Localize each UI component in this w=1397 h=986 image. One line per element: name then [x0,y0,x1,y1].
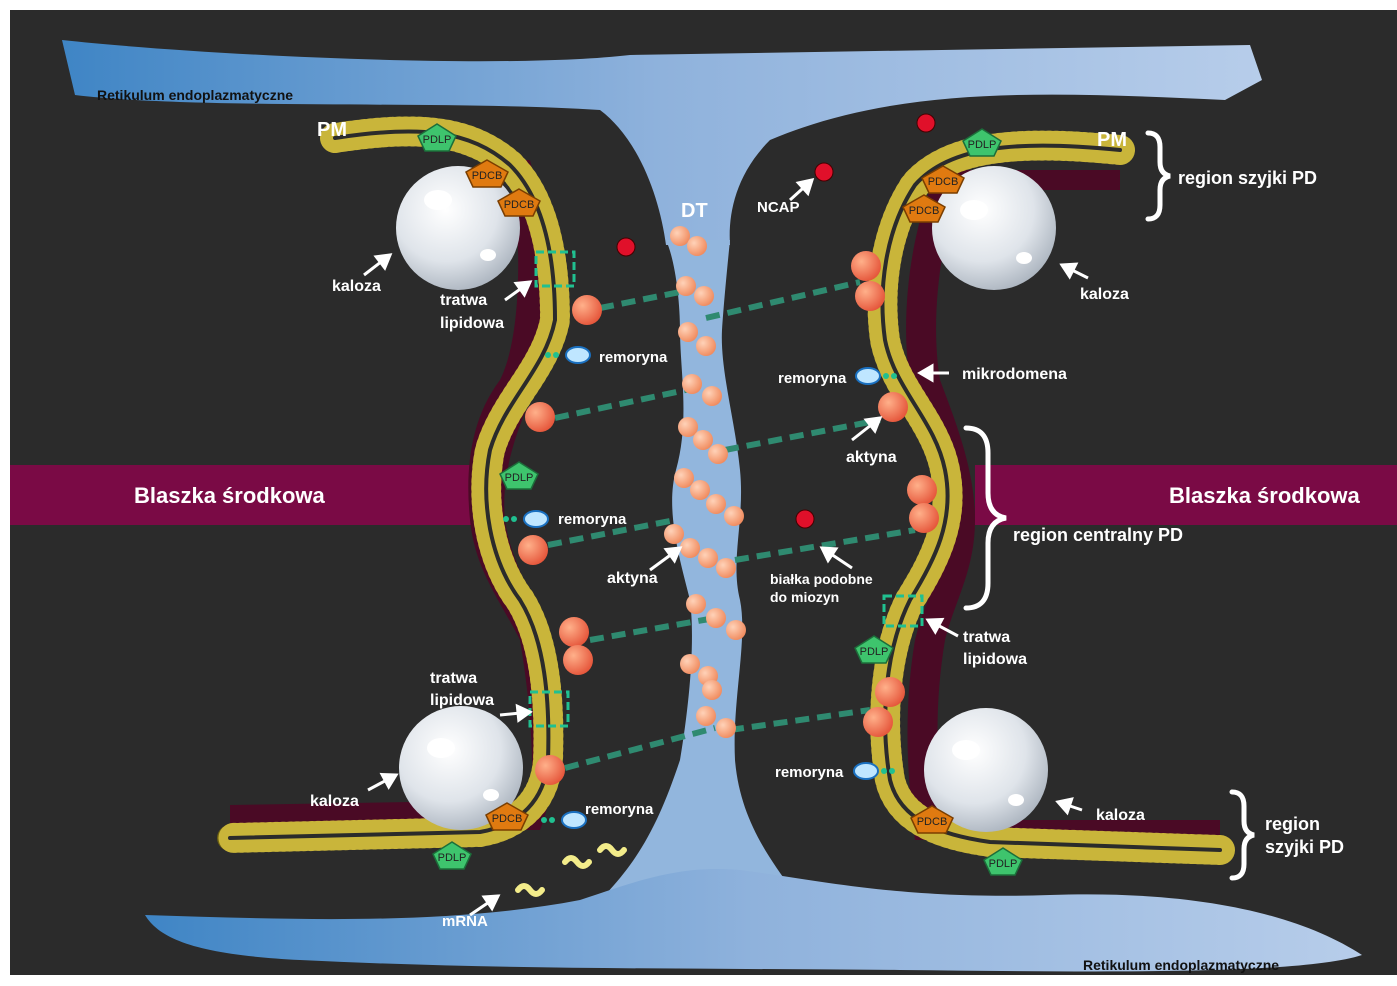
pm-left-label: PM [317,119,347,141]
pdcb-label-5: PDCB [492,813,523,825]
actin-bead [670,226,690,246]
actin-bead [686,594,706,614]
region-central-label: region centralny PD [1013,525,1183,545]
er-top-label: Retikulum endoplazmatyczne [97,87,293,103]
pdcb-label-1: PDCB [472,170,503,182]
dt-label: DT [681,200,708,222]
actin-left-label: aktyna [607,570,658,587]
actin-bead [690,480,710,500]
ncap-label: NCAP [757,199,800,216]
actin-bead [693,430,713,450]
middle-lamella-left-label: Blaszka środkowa [134,483,326,508]
actin-bead [702,386,722,406]
pdlp-label-6: PDLP [989,858,1018,870]
pdlp-label-1: PDLP [423,134,452,146]
actin-bead [726,620,746,640]
actin-bead [708,444,728,464]
raft-tl-label-2: lipidowa [440,315,504,332]
remorin-l1-label: remoryna [599,349,668,366]
er-bottom-label: Retikulum endoplazmatyczne [1083,957,1279,973]
remorin-l2-label: remoryna [558,511,627,528]
callose-br-label: kaloza [1096,807,1145,824]
pdcb-label-6: PDCB [917,816,948,828]
remorin-l3-label: remoryna [585,801,654,818]
actin-bead [698,548,718,568]
actin-bead [664,524,684,544]
pdlp-label-5: PDLP [438,852,467,864]
pdlp-label-2: PDLP [968,139,997,151]
actin-right-label: aktyna [846,449,897,466]
remorin-r1-label: remoryna [778,370,847,387]
mrna-label: mRNA [442,913,488,930]
remorin-r2-label: remoryna [775,764,844,781]
region-neck-bottom-label-1: region [1265,814,1320,834]
callose-bl-label: kaloza [310,793,359,810]
actin-bead [696,706,716,726]
raft-bl-label-1: tratwa [430,670,477,687]
actin-bead [716,558,736,578]
actin-bead [702,680,722,700]
actin-bead [682,374,702,394]
raft-bl-label-2: lipidowa [430,692,494,709]
actin-bead [680,538,700,558]
actin-bead [676,276,696,296]
actin-bead [706,494,726,514]
actin-bead [694,286,714,306]
pm-right-label: PM [1097,129,1127,151]
myosin-label-2: do miozyn [770,589,839,605]
callose-tl-label: kaloza [332,278,381,295]
pdcb-label-2: PDCB [504,199,535,211]
actin-bead [716,718,736,738]
raft-r-label-2: lipidowa [963,651,1027,668]
pdcb-label-4: PDCB [909,205,940,217]
raft-tl-label-1: tratwa [440,292,487,309]
actin-bead [724,506,744,526]
myosin-label-1: białka podobne [770,571,873,587]
raft-r-label-1: tratwa [963,629,1010,646]
pdlp-label-3: PDLP [505,472,534,484]
actin-bead [696,336,716,356]
actin-bead [680,654,700,674]
region-neck-bottom-label-2: szyjki PD [1265,837,1344,857]
actin-bead [678,322,698,342]
pdlp-label-4: PDLP [860,646,889,658]
pdcb-label-3: PDCB [928,176,959,188]
actin-bead [687,236,707,256]
middle-lamella-right-label: Blaszka środkowa [1169,483,1361,508]
region-neck-top-label: region szyjki PD [1178,168,1317,188]
microdomain-label: mikrodomena [962,366,1067,383]
actin-bead [706,608,726,628]
callose-tr-label: kaloza [1080,286,1129,303]
actin-bead [674,468,694,488]
